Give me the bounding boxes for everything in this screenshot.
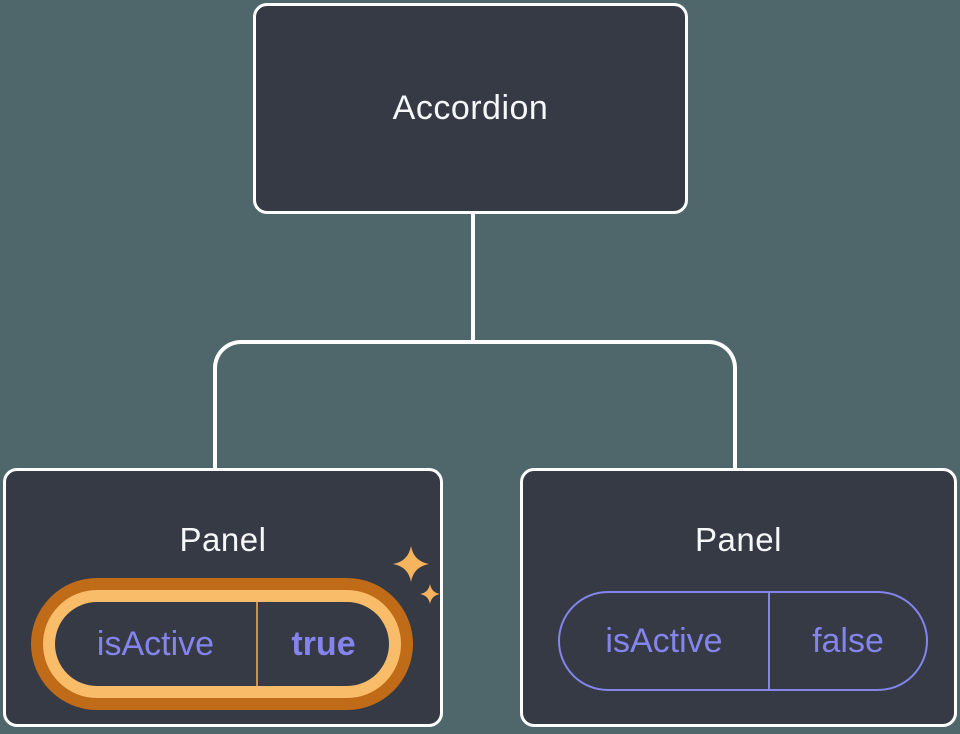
pill-divider — [768, 593, 770, 689]
state-value: false — [812, 621, 884, 660]
panel-title: Panel — [179, 521, 267, 558]
accordion-label: Accordion — [392, 89, 549, 127]
state-value: true — [291, 624, 356, 663]
state-key: isActive — [605, 621, 723, 660]
panel-node-inactive: Panel isActive false — [520, 468, 957, 727]
connector-stem — [471, 214, 475, 341]
panel-title: Panel — [695, 521, 782, 558]
connector-bracket — [213, 340, 737, 470]
state-key: isActive — [96, 624, 215, 663]
state-pill-active: isActive true — [43, 590, 401, 698]
accordion-node: Accordion — [253, 3, 688, 214]
state-pill-inactive: isActive false — [558, 591, 928, 691]
panel-node-active: Panel isActive true — [3, 468, 443, 727]
pill-divider — [256, 602, 258, 686]
